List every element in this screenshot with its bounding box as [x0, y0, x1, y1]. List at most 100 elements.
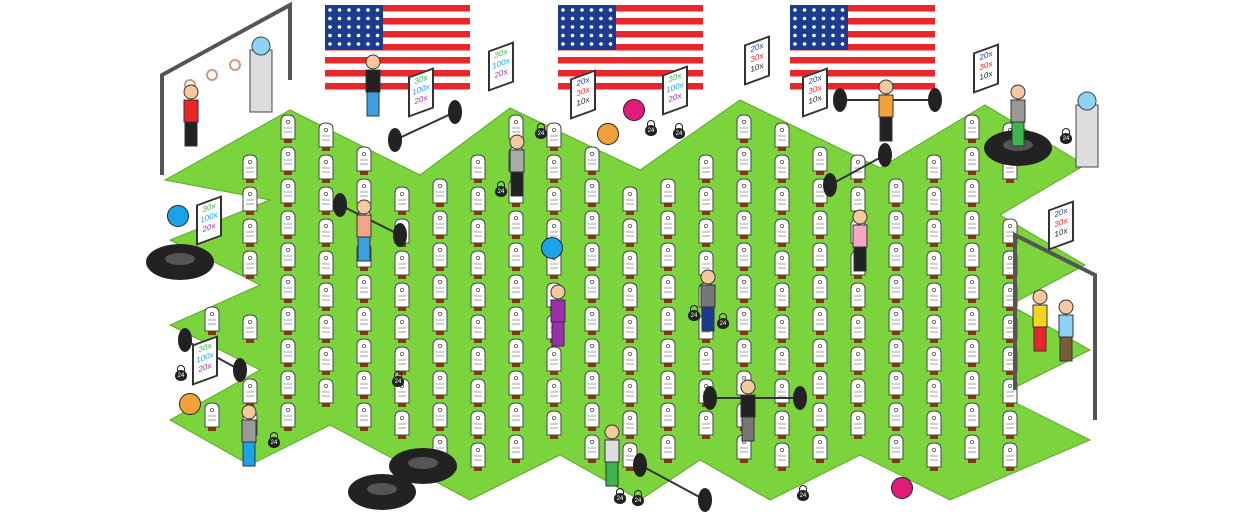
headstone	[242, 250, 258, 279]
headstone	[622, 346, 638, 375]
flag-stripe	[558, 63, 703, 70]
headstone-flag	[246, 211, 254, 215]
headstone-cross	[514, 280, 519, 285]
water-cooler	[1075, 91, 1099, 168]
headstone-shape	[432, 178, 448, 204]
headstone-cross	[552, 160, 557, 165]
headstone-cross	[1008, 288, 1013, 293]
headstone-shape	[736, 178, 752, 204]
headstone-shape	[926, 186, 942, 212]
athlete	[1058, 299, 1074, 362]
athlete-shirt	[878, 94, 894, 118]
flag-stripe	[325, 50, 470, 57]
flag-star	[802, 25, 807, 29]
headstone-cross	[780, 416, 785, 421]
headstone-cross	[248, 160, 253, 165]
headstone	[432, 402, 448, 431]
flag-star	[570, 42, 575, 46]
flag-star	[580, 42, 584, 46]
headstone	[470, 282, 486, 311]
headstone-shape	[736, 114, 752, 140]
headstone-shape	[432, 338, 448, 364]
headstone-flag	[246, 179, 254, 183]
headstone-cross	[438, 344, 443, 349]
headstone-cross	[514, 248, 519, 253]
headstone-flag	[930, 467, 938, 471]
headstone	[318, 378, 334, 407]
headstone	[584, 178, 600, 207]
headstone-cross	[362, 312, 367, 317]
headstone	[584, 242, 600, 271]
headstone-cross	[780, 224, 785, 229]
barbell-plate	[388, 128, 402, 152]
kettlebell: 24	[632, 490, 644, 506]
headstone	[660, 274, 676, 303]
headstone-flag	[854, 307, 862, 311]
flag-star	[831, 8, 835, 12]
flag-star	[347, 8, 351, 12]
headstone	[394, 314, 410, 343]
flag-star	[366, 42, 370, 46]
headstone-flag	[360, 267, 368, 271]
headstone	[774, 314, 790, 343]
headstone	[204, 402, 220, 431]
flag-star	[812, 33, 816, 38]
headstone-cross	[286, 248, 291, 253]
flag-star	[570, 33, 575, 38]
headstone-flag	[816, 203, 824, 207]
headstone-shape	[774, 282, 790, 308]
headstone-flag	[816, 427, 824, 431]
headstone-shape	[660, 434, 676, 460]
headstone-cross	[438, 312, 443, 317]
headstone-cross	[590, 280, 595, 285]
flag-star	[599, 8, 603, 12]
headstone	[964, 114, 980, 143]
headstone-flag	[930, 435, 938, 439]
headstone-shape	[242, 186, 258, 212]
headstone-flag	[588, 235, 596, 239]
headstone-shape	[280, 146, 296, 172]
flag-star	[812, 42, 816, 46]
headstone-flag	[360, 395, 368, 399]
athlete-shirt	[604, 439, 620, 463]
headstone-flag	[322, 371, 330, 375]
flag-stripe	[558, 83, 703, 90]
headstone-cross	[1008, 256, 1013, 261]
headstone-flag	[246, 339, 254, 343]
headstone-flag	[284, 299, 292, 303]
athlete-legs	[741, 416, 755, 442]
headstone-shape	[964, 114, 980, 140]
headstone-cross	[932, 416, 937, 421]
flag-stripe	[790, 44, 935, 51]
athlete-legs	[879, 116, 893, 142]
headstone-cross	[248, 384, 253, 389]
headstone-cross	[742, 152, 747, 157]
headstone	[584, 338, 600, 367]
headstone	[736, 210, 752, 239]
athlete-legs	[1011, 121, 1025, 147]
headstone-shape	[812, 242, 828, 268]
headstone-shape	[280, 210, 296, 236]
headstone-cross	[362, 376, 367, 381]
headstone	[280, 274, 296, 303]
flag-star	[328, 25, 332, 29]
headstone	[964, 338, 980, 367]
headstone-shape	[736, 274, 752, 300]
headstone-flag	[816, 459, 824, 463]
flag-star	[337, 42, 342, 46]
headstone-shape	[622, 282, 638, 308]
flag-star	[831, 25, 835, 29]
headstone-cross	[666, 216, 671, 221]
headstone-flag	[588, 299, 596, 303]
headstone	[356, 402, 372, 431]
flag-star	[570, 25, 575, 29]
flag-star	[793, 25, 797, 29]
headstone-cross	[818, 440, 823, 445]
headstone	[508, 434, 524, 463]
headstone-cross	[476, 384, 481, 389]
headstone	[584, 370, 600, 399]
headstone	[850, 282, 866, 311]
flag-stripe	[790, 5, 935, 12]
flag-stripe	[790, 31, 935, 38]
headstone-flag	[930, 243, 938, 247]
